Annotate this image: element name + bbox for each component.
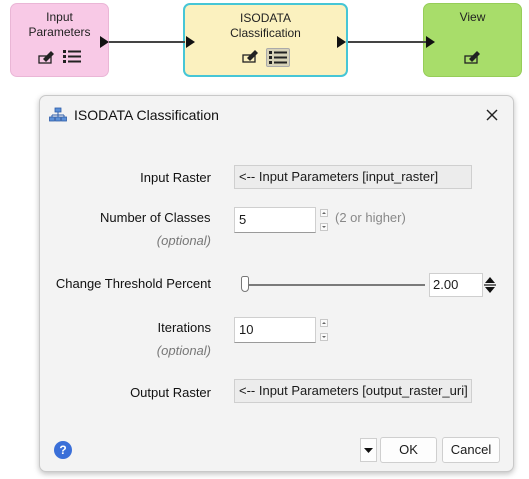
input-raster-field[interactable]: <-- Input Parameters [input_raster]: [234, 165, 472, 189]
num-classes-label: Number of Classes: [100, 210, 211, 225]
change-threshold-label: Change Threshold Percent: [55, 276, 211, 291]
node-label: Input Parameters: [28, 10, 91, 39]
input-port-arrow-icon: [186, 36, 195, 48]
edit-icon[interactable]: [37, 50, 56, 68]
close-icon[interactable]: [483, 106, 501, 124]
increment-button[interactable]: [320, 209, 328, 217]
threshold-slider-thumb[interactable]: [241, 276, 249, 292]
title-bar[interactable]: ISODATA Classification: [40, 96, 513, 134]
decrement-button[interactable]: [320, 223, 328, 231]
output-port-arrow-icon: [337, 36, 346, 48]
increment-button[interactable]: [320, 319, 328, 327]
iterations-input[interactable]: 10: [234, 317, 316, 343]
output-raster-field[interactable]: <-- Input Parameters [output_raster_uri]: [234, 379, 472, 403]
chevron-down-icon[interactable]: [360, 438, 377, 462]
connector-line: [109, 41, 185, 43]
connector-line: [348, 41, 426, 43]
list-icon[interactable]: [62, 49, 82, 68]
output-raster-label: Output Raster: [130, 385, 211, 400]
node-input-parameters[interactable]: Input Parameters: [10, 3, 109, 77]
input-raster-label: Input Raster: [140, 170, 211, 185]
list-icon[interactable]: [265, 48, 290, 67]
node-label: ISODATA Classification: [230, 11, 301, 40]
num-classes-optional: (optional): [156, 233, 211, 248]
hierarchy-icon: [49, 107, 67, 126]
node-label: View: [459, 10, 486, 24]
iterations-label: Iterations: [157, 320, 211, 335]
isodata-dialog: ISODATA Classification Input Raster <-- …: [39, 95, 514, 472]
decrement-button[interactable]: [320, 333, 328, 341]
num-classes-hint: (2 or higher): [335, 210, 406, 225]
edit-icon[interactable]: [463, 50, 482, 68]
cancel-button[interactable]: Cancel: [442, 437, 500, 463]
change-threshold-input[interactable]: 2.00: [429, 273, 483, 297]
ok-button[interactable]: OK: [380, 437, 437, 463]
iterations-optional: (optional): [156, 343, 211, 358]
edit-icon[interactable]: [241, 49, 260, 67]
node-view[interactable]: View: [423, 3, 522, 77]
output-port-arrow-icon: [100, 36, 109, 48]
input-port-arrow-icon: [426, 36, 435, 48]
node-isodata-classification[interactable]: ISODATA Classification: [183, 3, 348, 77]
change-threshold-stepper[interactable]: [482, 273, 498, 297]
threshold-slider-track[interactable]: [241, 284, 425, 286]
dialog-title: ISODATA Classification: [74, 107, 219, 123]
num-classes-input[interactable]: 5: [234, 207, 316, 233]
help-icon[interactable]: ?: [54, 441, 72, 459]
